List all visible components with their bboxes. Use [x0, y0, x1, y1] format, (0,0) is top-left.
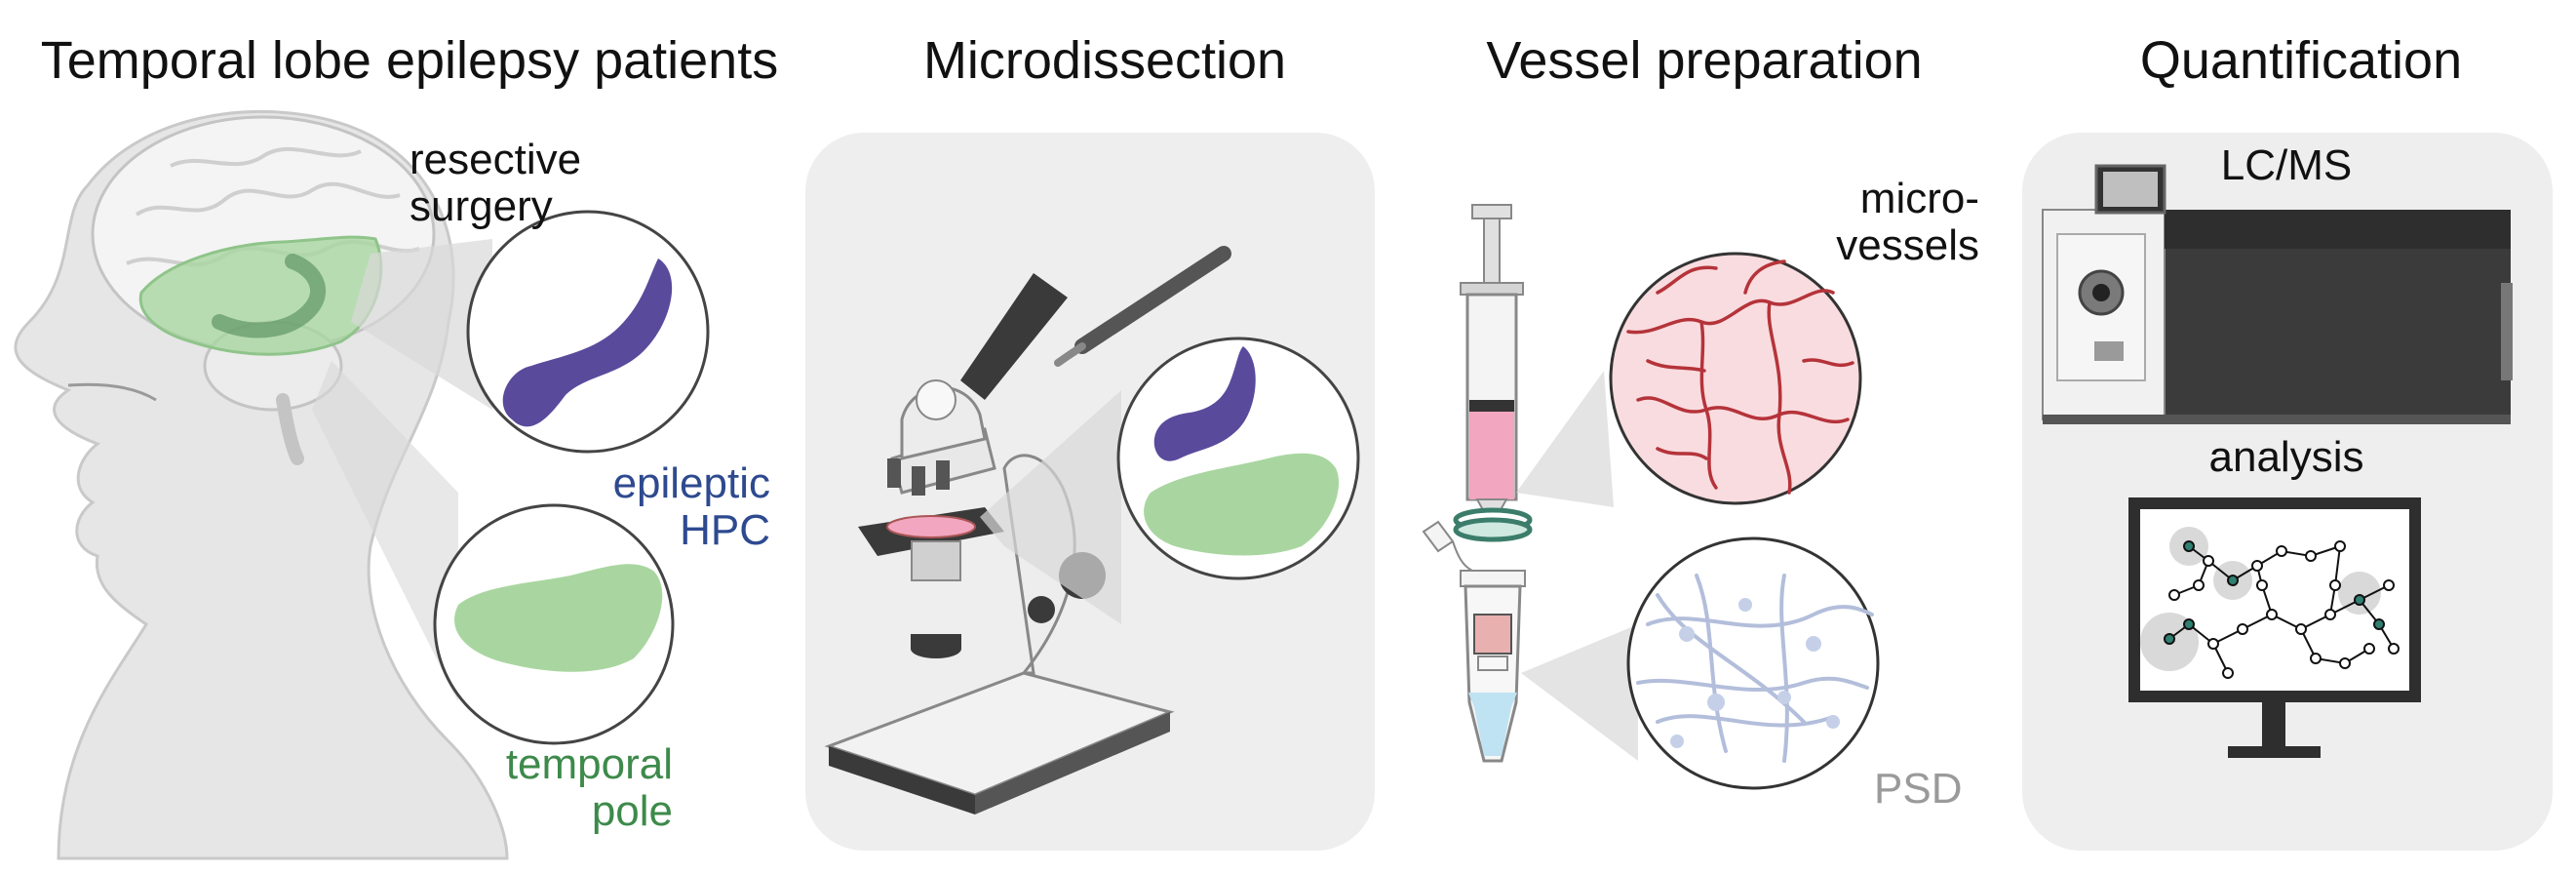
panel-title-microdissection: Microdissection	[923, 29, 1286, 93]
beam-psd	[1521, 624, 1638, 761]
label-psd: PSD	[1874, 766, 1962, 813]
tube-cap	[1424, 522, 1453, 551]
label-micro-vessels: micro- vessels	[1755, 176, 1979, 270]
eppendorf-tube	[1461, 571, 1525, 761]
hpc-magnifier	[468, 212, 708, 452]
psd-magnifier	[1628, 538, 1878, 788]
petri-dish	[887, 516, 975, 537]
label-epileptic-hpc: epileptic HPC	[546, 460, 770, 555]
beam-microvessels	[1516, 371, 1614, 507]
syringe	[1461, 205, 1523, 517]
panel-title-patients: Temporal lobe epilepsy patients	[41, 29, 778, 93]
label-lc-ms: LC/MS	[2221, 142, 2352, 189]
panel-title-quantification: Quantification	[2140, 29, 2462, 93]
panel-title-vessel-preparation: Vessel preparation	[1486, 29, 1922, 93]
label-analysis: analysis	[2209, 434, 2364, 481]
monitor-base	[2228, 746, 2321, 758]
label-resective-surgery: resective surgery	[410, 137, 581, 231]
tube-label-square	[1474, 615, 1511, 654]
syringe-fluid	[1469, 412, 1514, 499]
monitor-stand	[2262, 702, 2285, 751]
filter-bottom	[1456, 520, 1530, 539]
label-temporal-pole: temporal pole	[449, 741, 673, 836]
